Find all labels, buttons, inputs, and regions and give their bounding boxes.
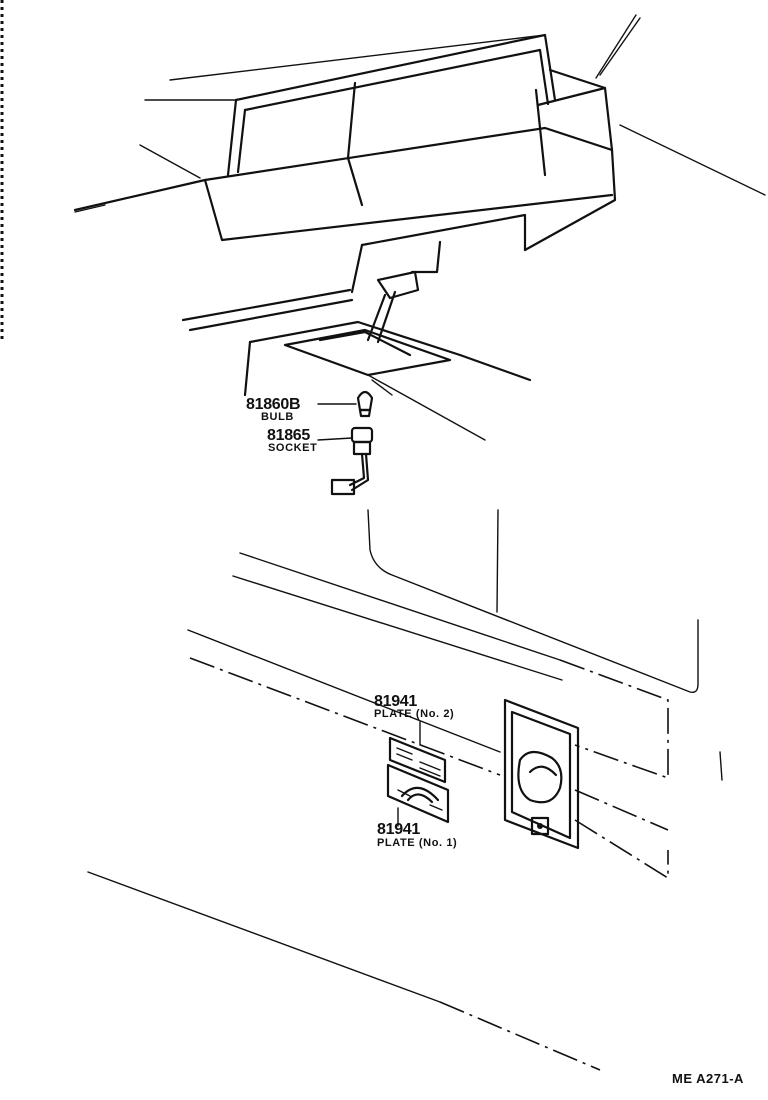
plate-no1-part xyxy=(386,763,450,827)
lower-panel xyxy=(87,509,723,1071)
instrument-panel xyxy=(73,14,766,332)
part-number-bulb: 81860B xyxy=(246,396,301,413)
part-name-bulb: BULB xyxy=(261,411,294,423)
part-name-plate-no1: PLATE (No. 1) xyxy=(377,837,458,849)
bulb-part xyxy=(356,390,374,418)
figure-code: ME A271-A xyxy=(672,1071,744,1086)
shift-lever xyxy=(366,270,420,344)
console-box xyxy=(243,320,532,441)
part-name-socket: SOCKET xyxy=(268,442,318,454)
part-number-plate-no1: 81941 xyxy=(377,821,420,838)
part-name-plate-no2: PLATE (No. 2) xyxy=(374,708,455,720)
plate-no2-part xyxy=(388,736,447,784)
heater-control xyxy=(503,698,580,850)
leader-lines xyxy=(317,403,421,746)
part-number-plate-no2: 81941 xyxy=(374,693,417,710)
part-number-socket: 81865 xyxy=(267,427,310,444)
socket-part xyxy=(330,426,374,496)
